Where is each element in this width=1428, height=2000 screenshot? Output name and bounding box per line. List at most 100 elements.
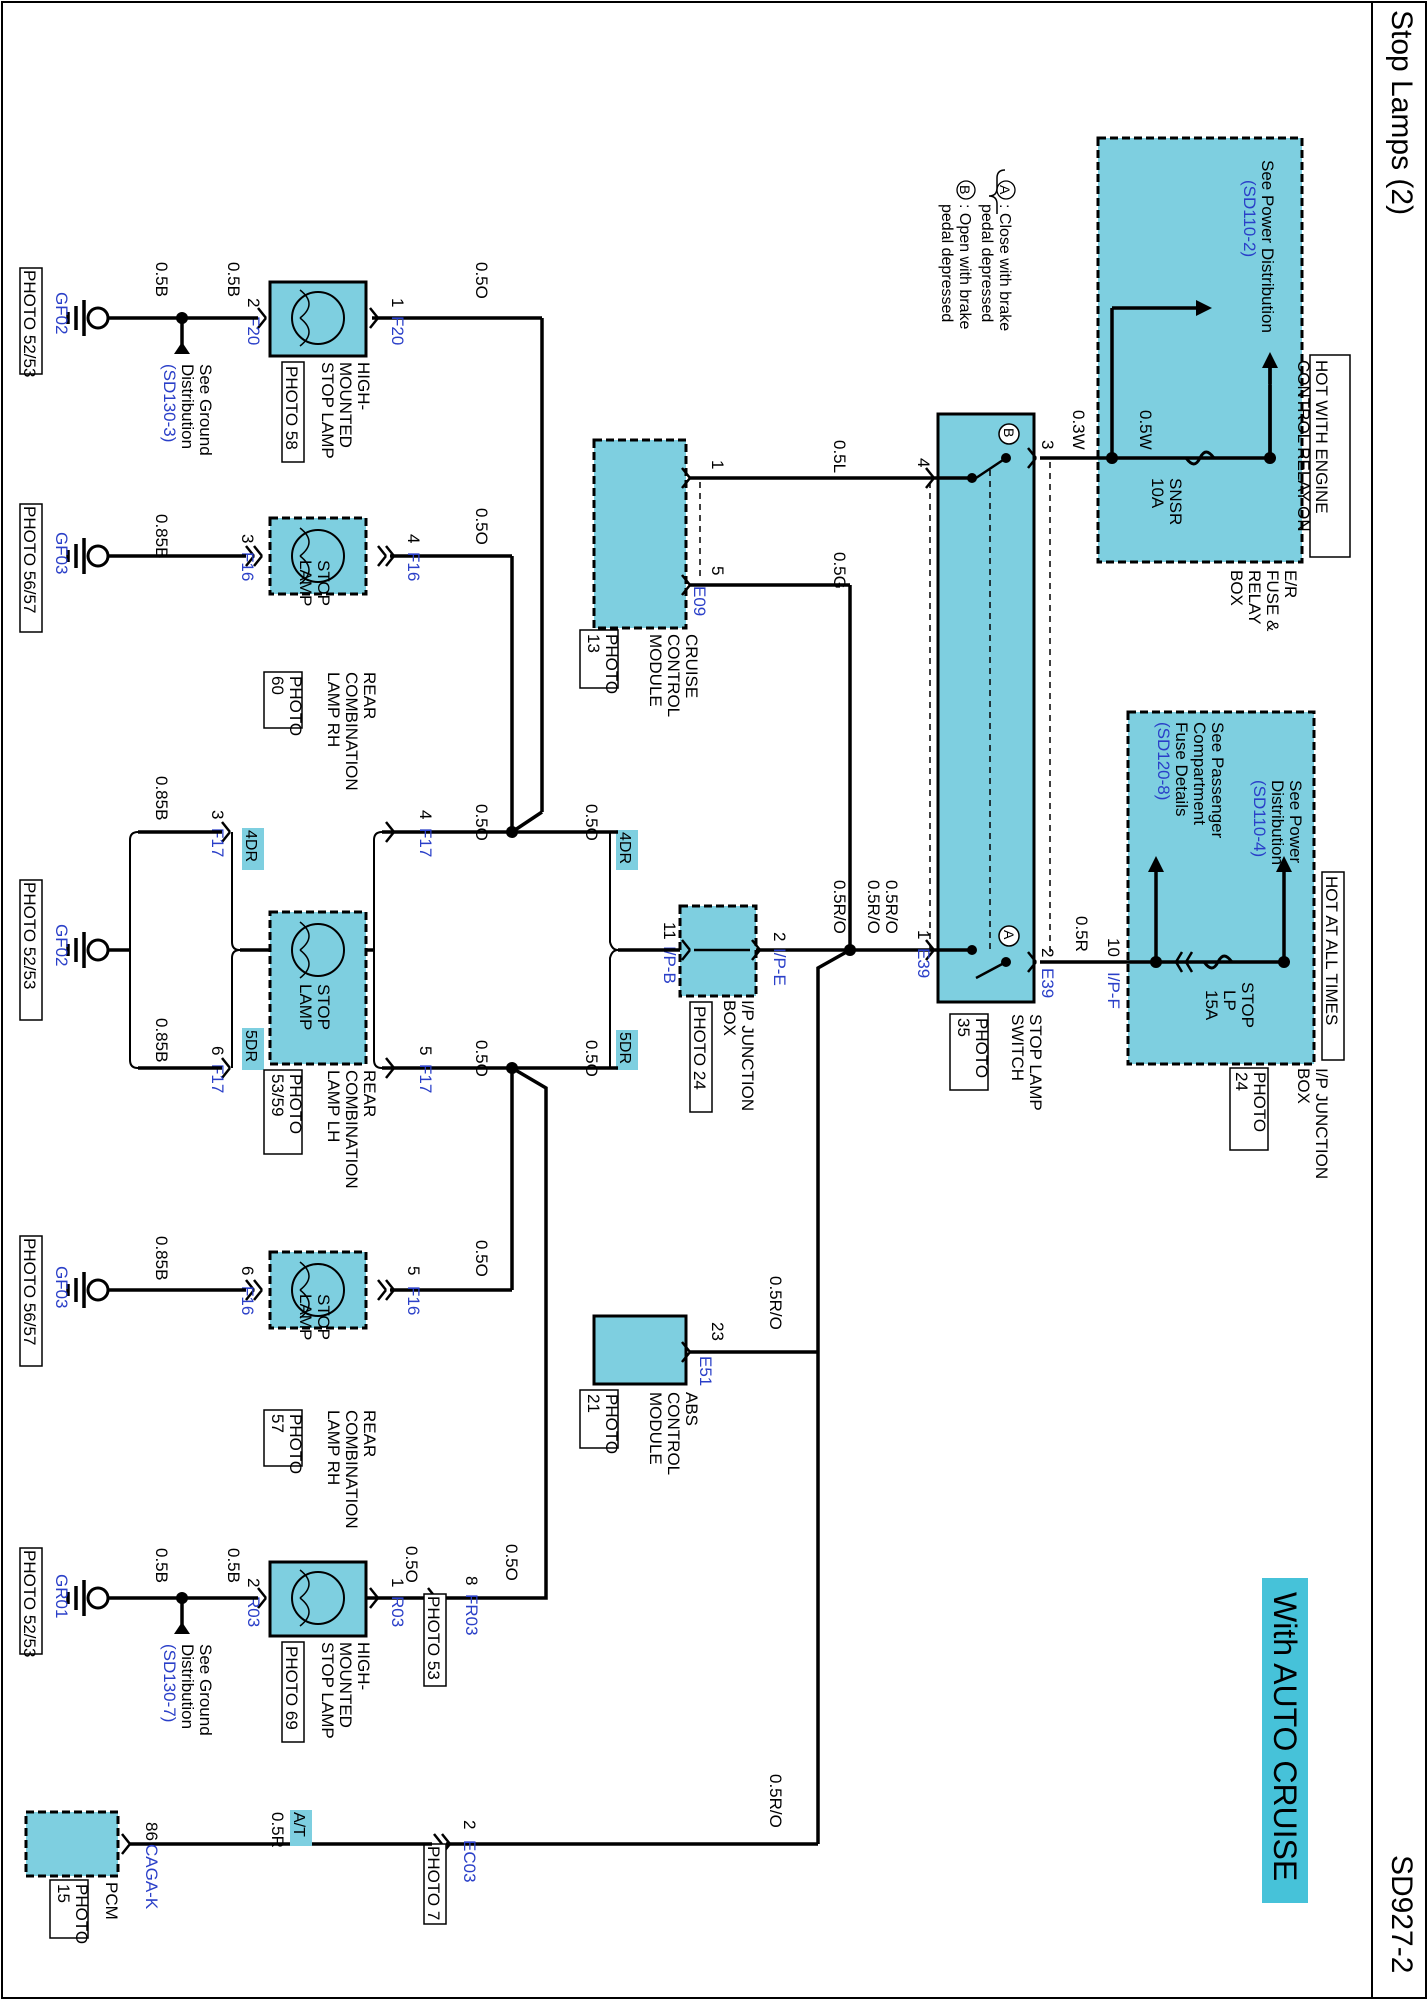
svg-text:CAGA-K: CAGA-K <box>142 1844 161 1910</box>
svg-text:86: 86 <box>142 1822 161 1841</box>
svg-text:STOP LAMP: STOP LAMP <box>1026 1014 1045 1111</box>
svg-text:15A: 15A <box>1202 990 1221 1021</box>
fuse-icon <box>1184 450 1216 466</box>
header-code: SD927-2 <box>1385 1855 1418 1973</box>
svg-text:CONTROL: CONTROL <box>664 634 683 717</box>
svg-text:E51: E51 <box>696 1356 715 1386</box>
svg-text:8: 8 <box>462 1576 481 1585</box>
svg-text:pedal depressed: pedal depressed <box>978 204 995 322</box>
svg-text:PHOTO 7: PHOTO 7 <box>424 1846 443 1920</box>
svg-text:COMBINATION: COMBINATION <box>342 672 361 791</box>
svg-text:LAMP LH: LAMP LH <box>324 1070 343 1142</box>
svg-text:53/59: 53/59 <box>268 1074 287 1117</box>
svg-text:See Power Distribution: See Power Distribution <box>1258 160 1277 333</box>
svg-text:F20: F20 <box>388 316 407 345</box>
power-arrow-icon <box>1196 300 1212 316</box>
svg-text:0.5B: 0.5B <box>152 1548 171 1583</box>
switch-contact-b <box>975 456 1007 480</box>
svg-text:(SD130-7): (SD130-7) <box>160 1644 179 1722</box>
svg-text:LAMP: LAMP <box>296 1294 315 1340</box>
svg-text:0.5O: 0.5O <box>582 804 601 841</box>
svg-text:5DR: 5DR <box>242 1030 259 1062</box>
svg-text:E/R: E/R <box>1281 570 1300 598</box>
svg-text:E09: E09 <box>690 586 709 616</box>
svg-text:F20: F20 <box>244 316 263 345</box>
connector-icon <box>1174 951 1194 973</box>
svg-text:0.85B: 0.85B <box>152 776 171 820</box>
stop-lamp-switch <box>936 412 1036 1004</box>
svg-text:LAMP RH: LAMP RH <box>324 672 343 747</box>
svg-text:1: 1 <box>914 930 933 939</box>
legend: A : Close with brake pedal depressed B :… <box>938 180 1016 331</box>
svg-text:0.5R/O: 0.5R/O <box>766 1774 785 1828</box>
svg-text:REAR: REAR <box>360 672 379 719</box>
svg-text:2: 2 <box>1038 948 1057 957</box>
svg-text:6: 6 <box>238 1266 257 1275</box>
svg-text:COMBINATION: COMBINATION <box>342 1410 361 1529</box>
svg-text:PHOTO 52/53: PHOTO 52/53 <box>20 1550 39 1657</box>
svg-text:(SD110-2): (SD110-2) <box>1240 180 1259 257</box>
svg-text:GF02: GF02 <box>52 292 71 335</box>
svg-text:MODULE: MODULE <box>646 1392 665 1465</box>
svg-text:MODULE: MODULE <box>646 634 665 707</box>
svg-text:PCM: PCM <box>102 1882 121 1920</box>
svg-text:0.5R/O: 0.5R/O <box>864 880 883 934</box>
variant-badge: With AUTO CRUISE <box>1267 1592 1303 1881</box>
svg-text:F16: F16 <box>404 552 423 581</box>
svg-text:MOUNTED: MOUNTED <box>336 1642 355 1728</box>
svg-text:PHOTO: PHOTO <box>972 1018 991 1078</box>
lamp-bulb-icon <box>291 1263 345 1317</box>
svg-text:1: 1 <box>388 1578 407 1587</box>
ground-icon <box>86 1278 110 1302</box>
svg-text:10A: 10A <box>1148 478 1167 509</box>
svg-text:BOX: BOX <box>1227 570 1246 606</box>
svg-text:CONTROL RELAY ON: CONTROL RELAY ON <box>1294 360 1313 532</box>
svg-text:4DR: 4DR <box>242 830 259 862</box>
er-hot-label-box <box>1309 354 1351 558</box>
svg-text:F17: F17 <box>416 1064 435 1093</box>
svg-text:F17: F17 <box>416 828 435 857</box>
svg-text:2: 2 <box>770 932 789 941</box>
svg-text:0.5O: 0.5O <box>582 1040 601 1077</box>
ip-hot-label-box <box>1321 871 1345 1061</box>
svg-text:60: 60 <box>268 676 287 695</box>
lamp-bulb-icon <box>291 923 345 977</box>
svg-text:STOP: STOP <box>1238 982 1257 1028</box>
svg-text:BOX: BOX <box>720 1000 739 1036</box>
svg-text:I/P JUNCTION: I/P JUNCTION <box>738 1000 757 1111</box>
svg-text:LP: LP <box>1220 990 1239 1011</box>
svg-text:FR03: FR03 <box>462 1594 481 1636</box>
svg-text:PHOTO: PHOTO <box>602 1394 621 1454</box>
svg-text:0.5O: 0.5O <box>472 262 491 299</box>
svg-text:0.5B: 0.5B <box>224 262 243 297</box>
svg-text:4: 4 <box>914 458 933 467</box>
svg-text:PHOTO: PHOTO <box>72 1884 91 1944</box>
svg-text:LAMP: LAMP <box>296 984 315 1030</box>
svg-text:HIGH-: HIGH- <box>354 362 373 410</box>
lamp-bulb-icon <box>291 291 345 345</box>
svg-text:GR01: GR01 <box>52 1574 71 1618</box>
svg-text:PHOTO 53: PHOTO 53 <box>424 1596 443 1680</box>
svg-text:CRUISE: CRUISE <box>682 634 701 698</box>
svg-text:E39: E39 <box>1038 968 1057 998</box>
svg-text:0.5B: 0.5B <box>224 1548 243 1583</box>
svg-text:F16: F16 <box>404 1286 423 1315</box>
svg-text:PHOTO: PHOTO <box>602 634 621 694</box>
page-title: Stop Lamps (2) <box>1385 10 1418 215</box>
svg-text:0.5R/O: 0.5R/O <box>830 880 849 934</box>
svg-text:5: 5 <box>708 566 727 575</box>
svg-text:0.5R/O: 0.5R/O <box>882 880 901 934</box>
svg-text:See Power: See Power <box>1286 780 1305 863</box>
abs-control-module <box>592 1314 688 1386</box>
svg-text:STOP: STOP <box>314 560 333 606</box>
svg-text:6: 6 <box>208 1046 227 1055</box>
connector-icon <box>1027 951 1037 973</box>
lamp-bulb-icon <box>291 529 345 583</box>
svg-text:MOUNTED: MOUNTED <box>336 362 355 448</box>
svg-text:: Open with brake: : Open with brake <box>956 204 973 330</box>
switch-contact-a <box>975 960 1007 980</box>
svg-text:0.5R/O: 0.5R/O <box>766 1276 785 1330</box>
svg-text:Distribution: Distribution <box>178 364 197 449</box>
svg-text:3: 3 <box>1038 440 1057 449</box>
svg-text:I/P-E: I/P-E <box>770 948 789 986</box>
